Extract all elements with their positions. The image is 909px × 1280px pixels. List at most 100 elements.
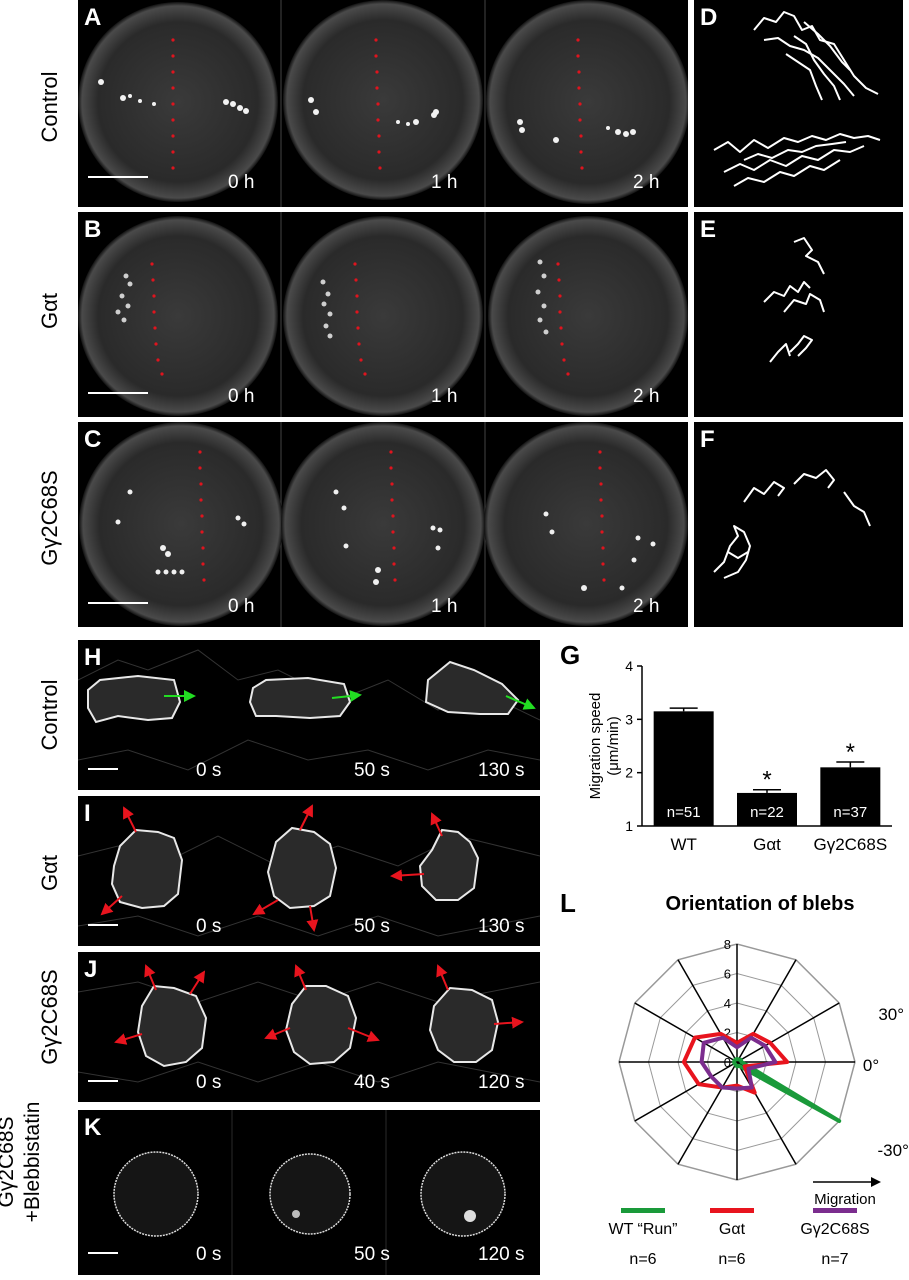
row-label-galpha-t-i: Gαt [37,855,62,891]
time-label-b-0: 0 h [228,386,255,407]
radar-angle-label: 30° [878,1005,904,1024]
n-label: n=37 [833,804,867,821]
panel-label-b: B [84,216,102,243]
radar-spoke [736,1061,797,1165]
time-label-b-1: 1 h [431,386,458,407]
panel-e-tracks: E [694,212,903,417]
time-label-a-2: 2 h [633,172,660,193]
panel-f-tracks: F [694,422,903,627]
panel-label-h: H [84,644,102,671]
time-label-k-2: 120 s [478,1244,525,1265]
time-label-j-2: 120 s [478,1072,525,1093]
time-label-j-1: 40 s [354,1072,390,1093]
y-tick-label: 4 [625,658,633,674]
panel-j-image [78,964,540,1083]
time-label-c-2: 2 h [633,596,660,617]
legend-wt-run: WT “Run” n=6 [583,1208,703,1269]
migration-label: Migration [814,1191,876,1208]
legend-galpha-t-swatch [710,1208,754,1213]
time-label-i-1: 50 s [354,916,390,937]
row-label-ggamma-k: Gγ2C68S [0,1116,18,1208]
radar-angle-label: 0° [863,1056,879,1075]
legend-ggamma-n: n=7 [821,1251,849,1268]
y-tick-label: 1 [625,818,633,834]
scale-bar-i [88,924,118,926]
panel-a-control-embryo: A 0 h 1 h 2 h [78,0,688,207]
scale-bar-k [88,1252,118,1254]
time-label-b-2: 2 h [633,386,660,407]
radar-series-1 [681,1031,790,1095]
legend-wt-run-swatch [621,1208,665,1213]
y-axis-label: Migration speed(μm/min) [587,693,622,800]
radar-spoke [634,1002,738,1063]
x-tick-label: Gαt [753,835,781,854]
row-label-ggamma: Gγ2C68S [37,470,62,566]
time-label-i-2: 130 s [478,916,525,937]
radar-spoke [736,959,797,1063]
panel-label-d: D [700,4,718,31]
time-label-h-2: 130 s [478,760,525,781]
legend-galpha-t-label: Gαt [718,1221,746,1238]
radar-series-0 [732,1057,842,1123]
scale-bar-h [88,768,118,770]
panel-label-l: L [560,888,576,918]
panel-a-image [78,0,688,207]
radar-angle-label: -30° [878,1141,909,1160]
radar-r-tick: 2 [724,1026,731,1041]
time-label-i-0: 0 s [196,916,222,937]
x-tick-label: WT [670,835,696,854]
scale-bar-b [88,392,148,394]
radar-r-tick: 6 [724,967,731,982]
panel-f-image [713,469,871,579]
panel-j-ggamma-cell: J 0 s 40 s 120 s [78,952,540,1102]
legend-galpha-t-n: n=6 [718,1251,746,1268]
panel-b-galpha-t-embryo: B 0 h 1 h 2 h [78,212,688,417]
row-label-ggamma-blebbistatin: Gγ2C68S +Blebbistatin [0,1062,50,1262]
significance-star: * [846,739,855,766]
panel-label-e: E [700,216,717,243]
panel-c-image [79,422,688,627]
time-label-c-1: 1 h [431,596,458,617]
legend-ggamma: Gγ2C68S n=7 [770,1208,900,1269]
radar-chart-title: Orientation of blebs [665,893,855,915]
radar-r-tick: 0 [724,1055,731,1070]
bar-2 [820,767,881,826]
bar-1 [737,792,797,826]
time-label-c-0: 0 h [228,596,255,617]
time-label-k-1: 50 s [354,1244,390,1265]
legend-wt-run-label: WT “Run” [608,1221,678,1238]
n-label: n=22 [750,804,784,821]
radar-series-2 [699,1035,778,1091]
migration-arrow-head [871,1177,881,1187]
bar-0 [653,711,714,826]
legend-ggamma-label: Gγ2C68S [800,1221,870,1238]
panel-label-a: A [84,4,102,31]
y-tick-label: 3 [625,711,633,727]
panel-k-blebbistatin-cell: K 0 s 50 s 120 s [78,1110,540,1275]
radar-spoke [677,959,738,1063]
time-label-h-0: 0 s [196,760,222,781]
panel-e-image [763,237,825,363]
radar-spoke [736,1002,840,1063]
time-label-a-0: 0 h [228,172,255,193]
radar-r-tick: 8 [724,937,731,952]
panel-d-tracks: D [694,0,903,207]
row-label-galpha-t: Gαt [37,293,62,329]
radar-spoke [634,1061,738,1122]
time-label-j-0: 0 s [196,1072,222,1093]
panel-k-image [88,1110,506,1275]
time-label-k-0: 0 s [196,1244,222,1265]
panel-i-galpha-t-cell: I 0 s 50 s 130 s [78,796,540,946]
panel-label-g: G [560,640,581,670]
panel-label-c: C [84,426,102,453]
legend-galpha-t: Gαt n=6 [682,1208,782,1269]
n-label: n=51 [667,804,701,821]
panel-label-j: J [84,956,98,983]
time-label-h-1: 50 s [354,760,390,781]
panel-label-i: I [84,800,91,827]
legend-ggamma-swatch [813,1208,857,1213]
panel-b-image [78,212,688,417]
row-label-control-h: Control [37,679,62,751]
scale-bar-c [88,602,148,604]
